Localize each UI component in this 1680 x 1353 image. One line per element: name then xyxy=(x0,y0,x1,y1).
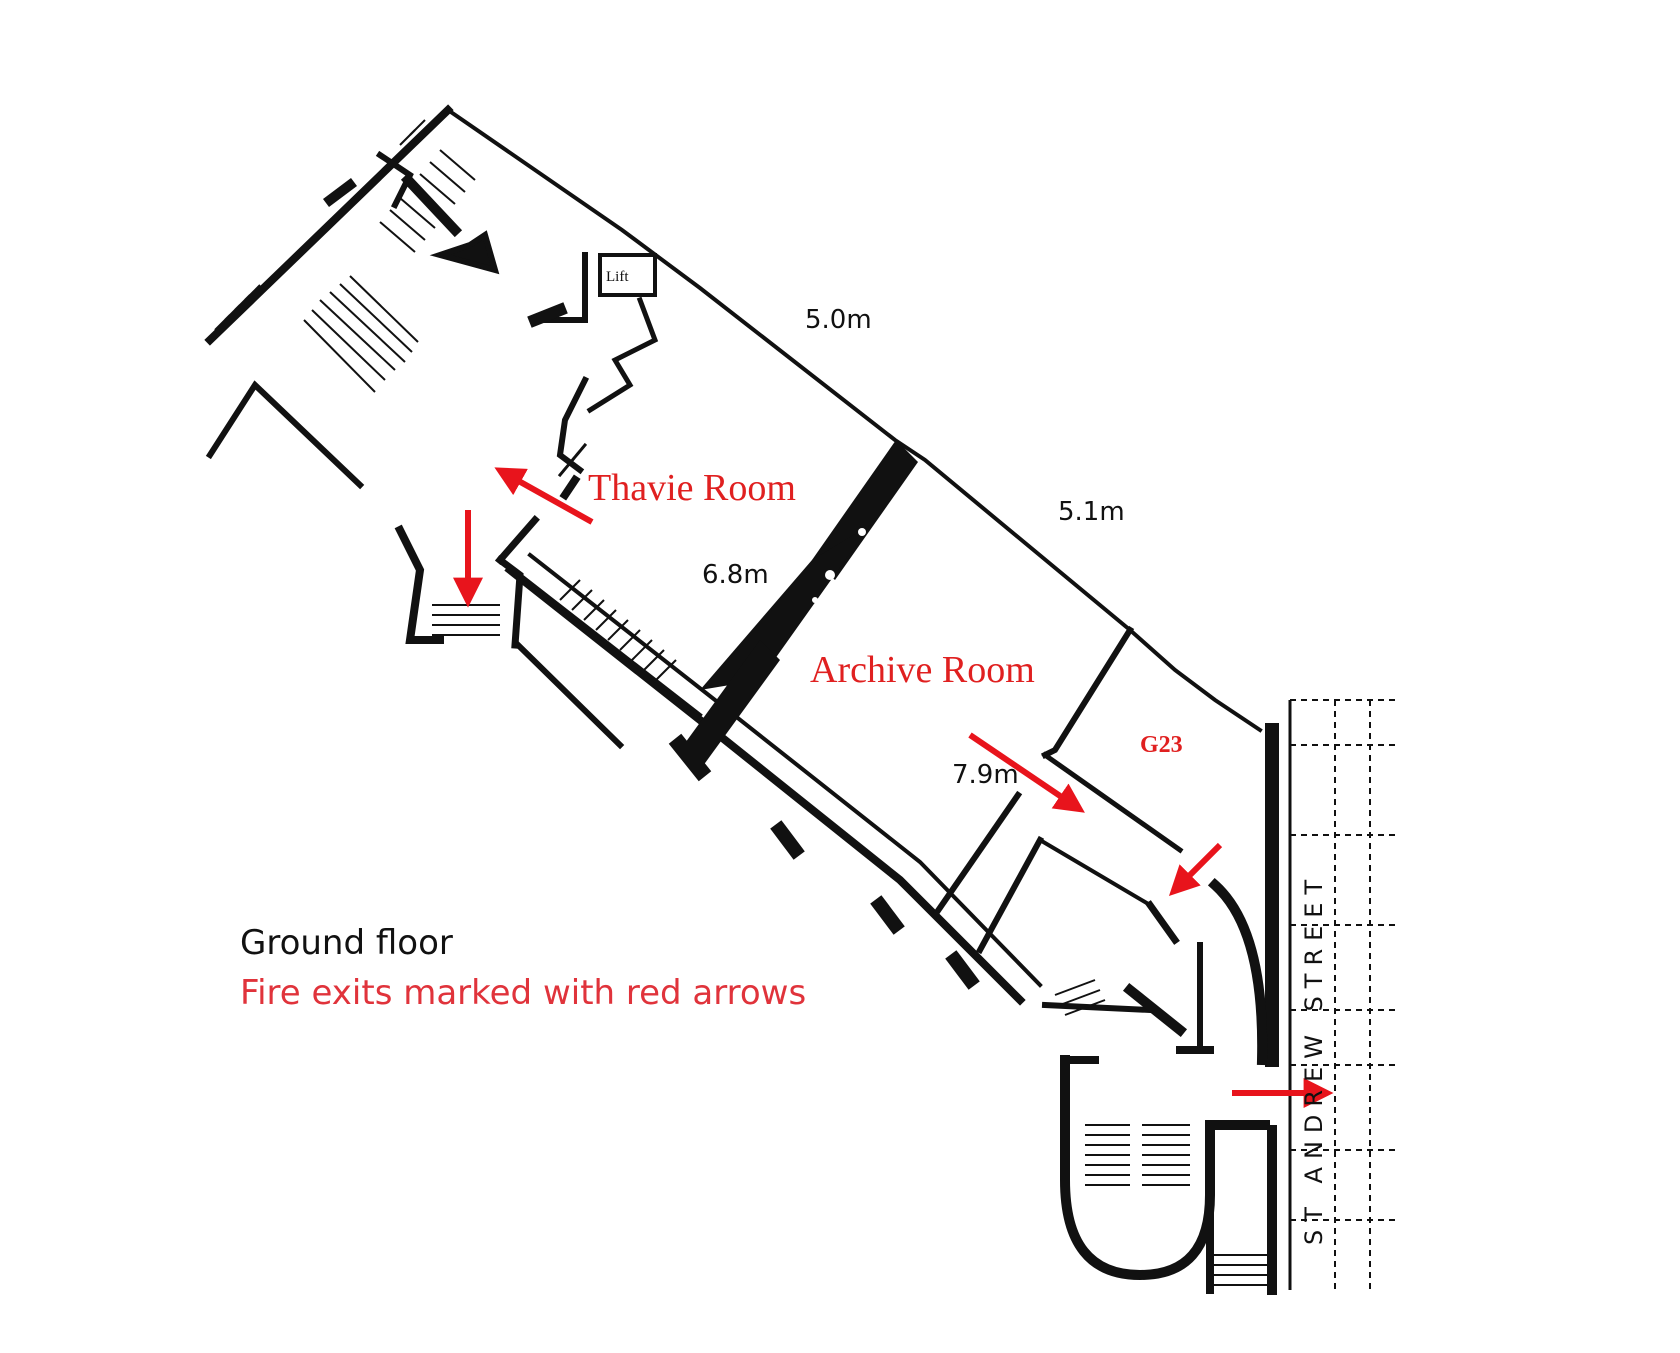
fire-exit-arrow-archive xyxy=(968,732,1085,813)
fire-exit-arrow-g23 xyxy=(1168,842,1223,897)
dimension-labels: 5.0m 5.1m 6.8m 7.9m xyxy=(702,305,1125,790)
room-label-thavie: Thavie Room xyxy=(588,467,796,509)
fire-exit-arrows xyxy=(453,467,1334,1108)
street-grid xyxy=(1288,699,1400,1290)
spine-wall xyxy=(680,440,918,770)
room-label-lift: Lift xyxy=(606,269,629,285)
south-west-facade-inner xyxy=(527,552,1043,988)
stairs xyxy=(214,119,1268,1286)
interior-walls xyxy=(323,150,1270,1294)
room-labels: Thavie Room Archive Room G23 Lift xyxy=(588,269,1183,758)
stair-top-left xyxy=(379,149,476,253)
stair-left-flight xyxy=(303,275,419,393)
dimension-label-5-0m: 5.0m xyxy=(805,305,872,335)
fire-exit-arrow-thavie-corridor xyxy=(494,467,594,525)
dimension-label-7-9m: 7.9m xyxy=(952,760,1019,790)
south-west-facade-outer xyxy=(504,564,1026,1006)
stair-left-edge xyxy=(214,119,426,331)
exterior-walls xyxy=(204,104,1279,1295)
caption-subtitle: Fire exits marked with red arrows xyxy=(240,973,807,1013)
stair-tower xyxy=(1085,1124,1190,1186)
dimension-label-6-8m: 6.8m xyxy=(702,560,769,590)
stair-thavie-exit xyxy=(432,604,500,636)
stair-bottom xyxy=(1212,1254,1268,1286)
dimension-label-5-1m: 5.1m xyxy=(1058,497,1125,527)
street-name-label: ST ANDREW STREET xyxy=(1300,872,1328,1245)
stair-south-diagonal xyxy=(559,579,677,681)
stair-archive-exit xyxy=(1054,979,1106,1016)
room-label-g23: G23 xyxy=(1140,732,1183,758)
north-west-wall xyxy=(204,104,454,346)
room-label-archive: Archive Room xyxy=(810,649,1035,691)
caption-title: Ground floor xyxy=(240,923,453,963)
north-east-facade xyxy=(445,107,1263,733)
north-west-inner-wall xyxy=(205,380,365,490)
